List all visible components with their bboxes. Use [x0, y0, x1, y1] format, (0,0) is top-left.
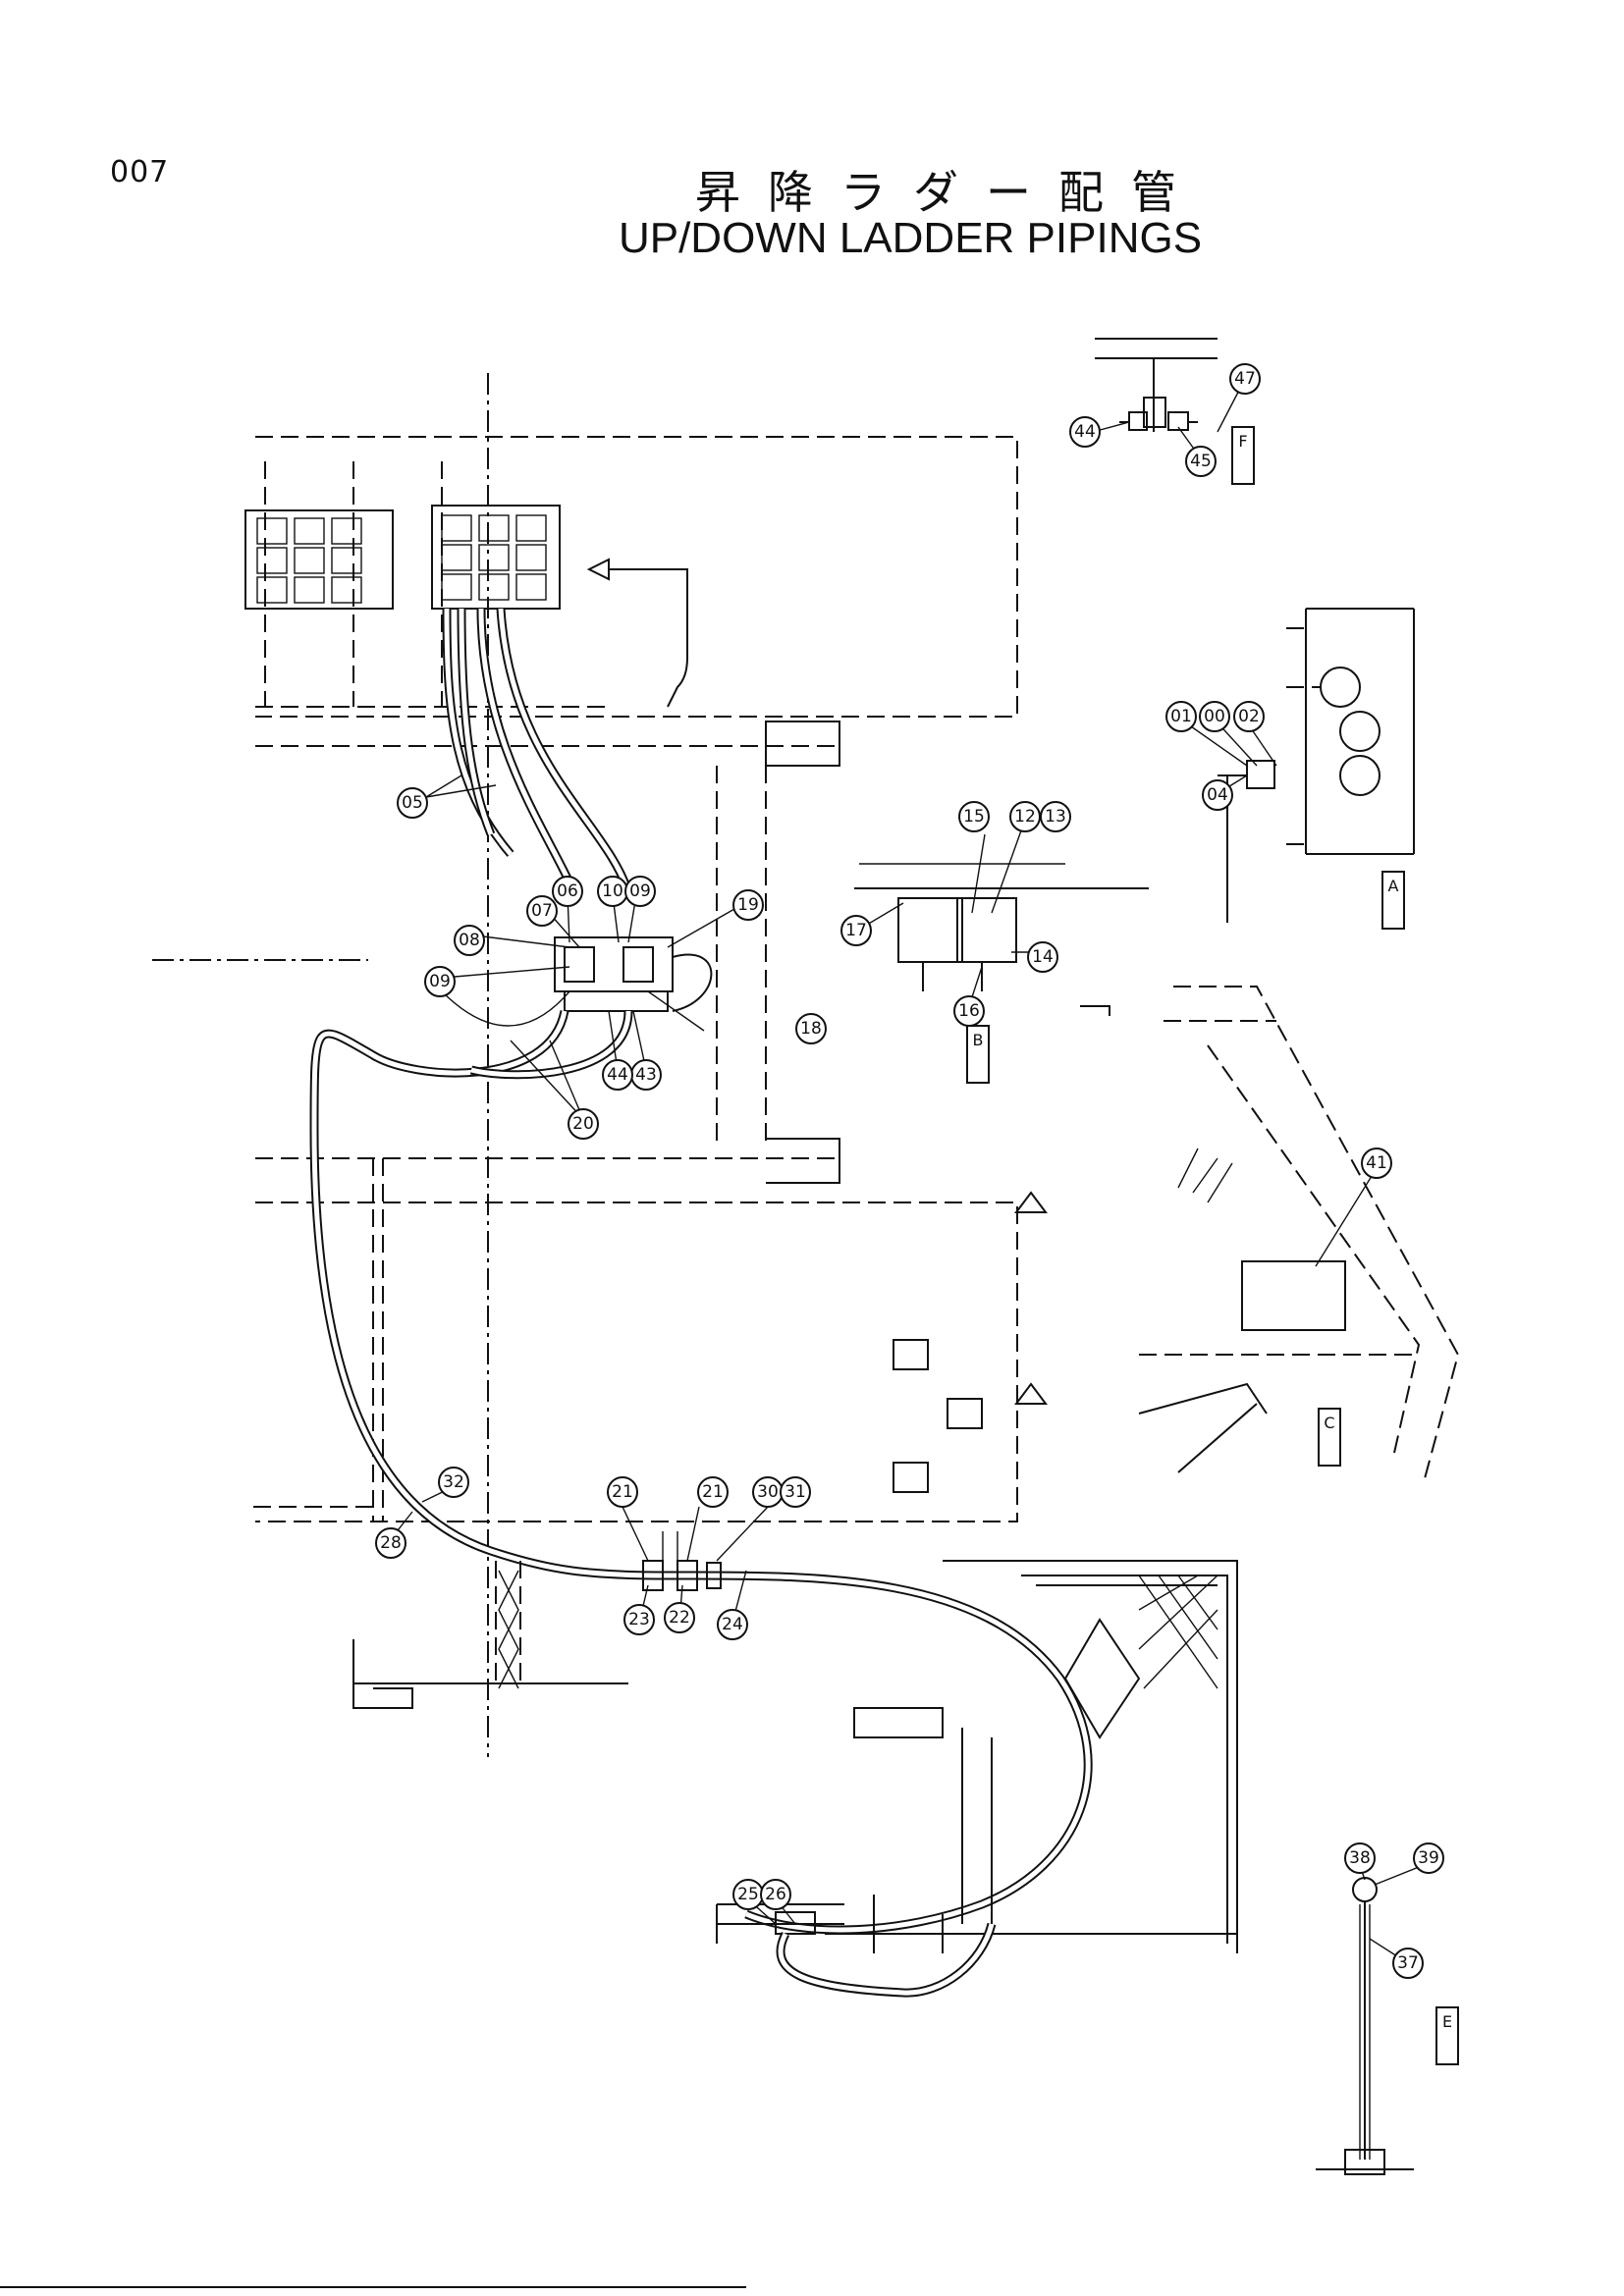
callout-25: 25 [737, 1885, 759, 1904]
solenoid-valve-block [441, 936, 713, 1027]
pilot-line [586, 558, 688, 708]
leader-lines [390, 378, 1425, 1964]
callout-07: 07 [531, 901, 553, 921]
callout-44-f: 44 [1074, 422, 1096, 442]
hoses-05 [442, 608, 633, 895]
callout-39: 39 [1418, 1848, 1439, 1868]
detail-e-lever [1316, 1877, 1414, 2175]
lower-cylinder-assembly [716, 1903, 997, 1998]
view-label-c: C [1324, 1414, 1334, 1432]
callout-00: 00 [1204, 707, 1225, 726]
page-title-japanese: 昇降ラダー配管 [695, 166, 1204, 219]
page-number: 007 [110, 155, 170, 189]
callout-17: 17 [845, 921, 867, 940]
callout-09-left: 09 [429, 972, 451, 991]
callout-05: 05 [402, 793, 423, 813]
callout-20: 20 [572, 1114, 594, 1134]
view-label-b: B [973, 1031, 984, 1049]
callout-04: 04 [1207, 785, 1228, 805]
callout-16: 16 [958, 1001, 980, 1021]
callout-37: 37 [1397, 1953, 1419, 1973]
callout-13: 13 [1045, 807, 1066, 827]
callout-02: 02 [1238, 707, 1260, 726]
page-title-english: UP/DOWN LADDER PIPINGS [618, 214, 1203, 262]
callout-47: 47 [1234, 369, 1256, 389]
lower-frame [255, 1201, 1018, 1522]
callout-18: 18 [800, 1019, 822, 1039]
detail-a [1218, 608, 1415, 923]
view-label-f: F [1238, 432, 1247, 451]
callout-43: 43 [635, 1065, 657, 1085]
ladder-frame [825, 1560, 1238, 1953]
callout-28: 28 [380, 1533, 402, 1553]
callout-12: 12 [1014, 807, 1036, 827]
callout-19: 19 [737, 895, 759, 915]
callout-30: 30 [757, 1482, 779, 1502]
callout-32: 32 [443, 1472, 464, 1492]
lower-left-structure [352, 1561, 628, 1709]
detail-c [1138, 986, 1460, 1483]
callout-24: 24 [722, 1615, 743, 1634]
return-hose [309, 1009, 1093, 1935]
callout-09-right: 09 [629, 881, 651, 901]
callout-45: 45 [1190, 452, 1212, 471]
hose-fittings [642, 1531, 722, 1591]
callout-15: 15 [963, 807, 985, 827]
callouts: 44 47 45 01 00 02 04 05 06 07 08 09 10 0… [375, 363, 1444, 1979]
callout-14: 14 [1032, 947, 1054, 967]
valve-bank-right [431, 461, 561, 707]
callout-21-right: 21 [702, 1482, 724, 1502]
upper-frame [255, 436, 1018, 718]
detail-f [1095, 338, 1218, 432]
valve-bank-left [244, 461, 394, 707]
lamp-symbols [893, 1191, 1048, 1493]
callout-10: 10 [602, 881, 623, 901]
callout-21-left: 21 [612, 1482, 633, 1502]
callout-23: 23 [628, 1610, 650, 1629]
callout-38: 38 [1349, 1848, 1371, 1868]
detail-b [854, 863, 1149, 1016]
callout-08: 08 [459, 931, 480, 950]
callout-44: 44 [607, 1065, 628, 1085]
callout-31: 31 [785, 1482, 806, 1502]
callout-06: 06 [557, 881, 578, 901]
callout-26: 26 [765, 1885, 786, 1904]
view-tags: F A B C E [966, 426, 1459, 2065]
callout-01: 01 [1170, 707, 1192, 726]
view-label-a: A [1388, 877, 1399, 895]
callout-41: 41 [1366, 1153, 1387, 1173]
callout-22: 22 [669, 1608, 690, 1628]
view-label-e: E [1442, 2012, 1452, 2031]
